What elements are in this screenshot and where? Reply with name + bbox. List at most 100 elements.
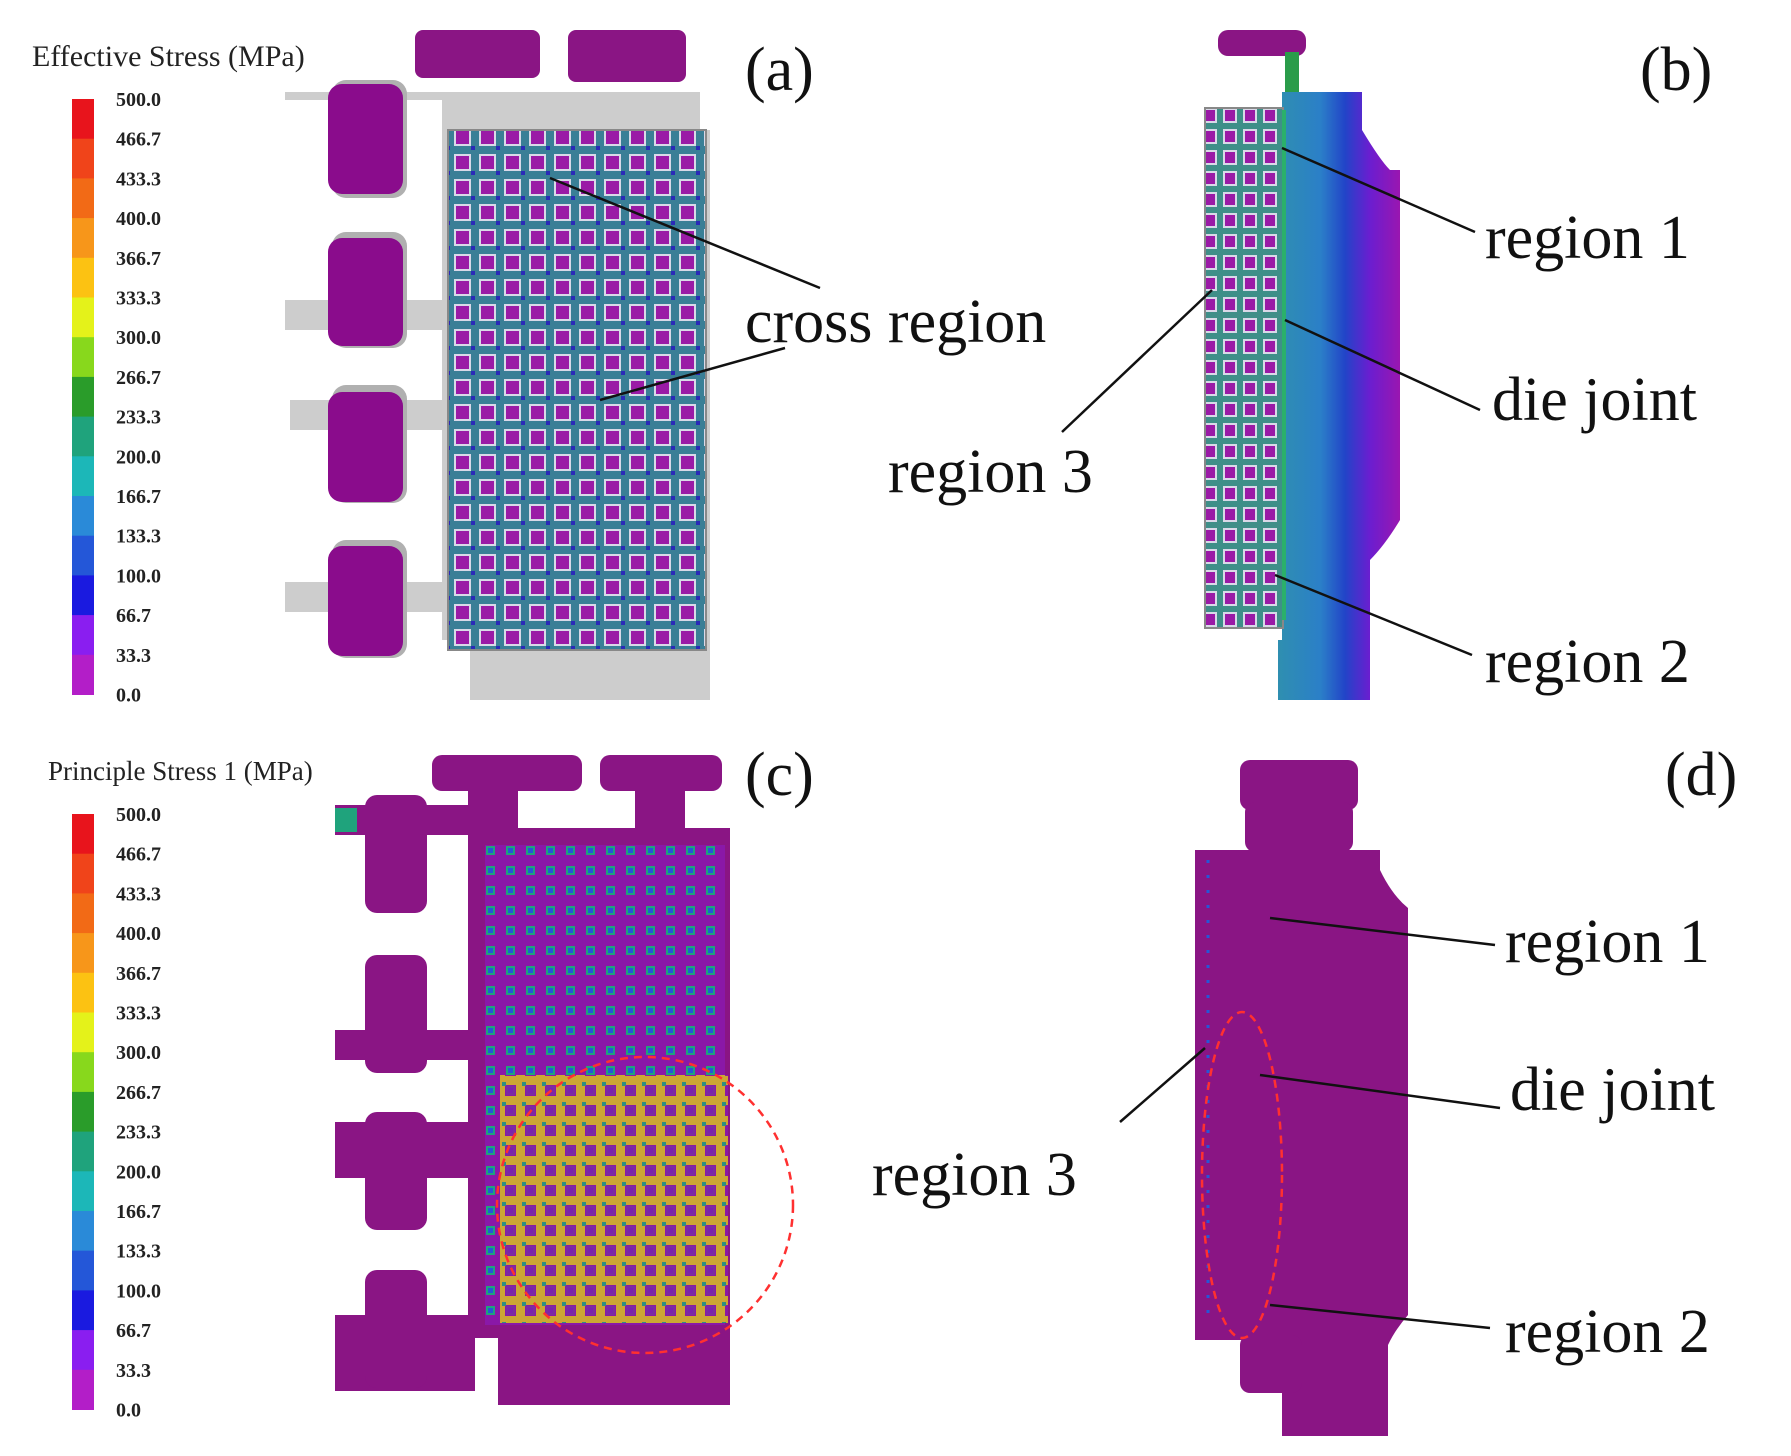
leader-line [1284,318,1481,412]
legend-tick-label: 166.7 [116,1201,161,1223]
legend-tick-label: 266.7 [116,367,161,389]
legend-principle-stress: Principle Stress 1 (MPa) 500.0466.7433.3… [48,756,313,1422]
legend-swatch [72,814,94,855]
legend-title: Principle Stress 1 (MPa) [48,756,313,786]
top-block [1245,802,1353,852]
billet [328,392,403,502]
leader-line [1269,916,1496,947]
billet [365,795,427,913]
legend-swatch [72,218,94,259]
panel-d: (d) region 1 die joint region 3 region 2 [872,741,1737,1436]
bottom-block [498,1335,730,1405]
top-block [568,30,686,82]
annotation-region-1: region 1 [1485,204,1690,272]
legend-swatch [72,1211,94,1252]
panel-c: (c) [335,741,814,1405]
legend-tick-label: 133.3 [116,1241,161,1263]
legend-tick-label: 466.7 [116,129,161,151]
legend-tick-label: 333.3 [116,1003,161,1025]
top-block [432,755,582,791]
stem [1285,52,1299,94]
legend-tick-label: 266.7 [116,1082,161,1104]
legend-swatch [72,1012,94,1053]
mesh-grid [1204,107,1284,629]
top-block [1240,760,1358,810]
panel-b: (b) region 1 die joint region 3 region 2 [888,30,1712,700]
annotation-region-3: region 3 [872,1141,1077,1209]
billet [365,955,427,1073]
legend-swatch [72,1052,94,1093]
legend-tick-label: 500.0 [116,89,161,111]
legend-swatch [72,1131,94,1172]
panel-a: (a) cross region [285,30,1046,700]
legend-tick-label: 33.3 [116,1360,151,1382]
leader-line [1281,146,1476,234]
legend-swatch [72,456,94,497]
legend-tick-label: 300.0 [116,1042,161,1064]
legend-swatch [72,257,94,298]
panel-label: (c) [745,741,814,809]
legend-tick-label: 200.0 [116,1161,161,1183]
legend-tick-label: 66.7 [116,605,151,627]
legend-swatch [72,1250,94,1291]
legend-tick-label: 233.3 [116,407,161,429]
legend-swatch [72,178,94,219]
legend-swatch [72,138,94,179]
annotation-cross-region: cross region [745,288,1046,356]
stress-grid-hot [500,1075,728,1323]
leader-line [1061,289,1213,433]
billet [328,84,403,194]
top-block [468,790,518,828]
legend-swatch [72,893,94,934]
legend-tick-label: 400.0 [116,208,161,230]
legend-swatch [72,575,94,616]
leader-line [1259,1073,1501,1110]
highlight-ellipse [1200,1010,1284,1340]
legend-swatch [72,496,94,537]
legend-swatch [72,615,94,656]
legend-swatch [72,853,94,894]
billet [328,546,403,656]
legend-tick-label: 133.3 [116,526,161,548]
top-block [1218,30,1306,56]
legend-swatch [72,99,94,140]
legend-swatch [72,1290,94,1331]
legend-tick-label: 300.0 [116,327,161,349]
top-block [635,790,685,828]
legend-tick-label: 400.0 [116,923,161,945]
billet [365,1270,427,1388]
billet [328,238,403,346]
legend-tick-label: 366.7 [116,248,161,270]
annotation-region-2: region 2 [1485,628,1690,696]
legend-tick-label: 100.0 [116,565,161,587]
legend-swatch [72,297,94,338]
legend-swatch [72,972,94,1013]
die-arm [335,808,357,832]
annotation-die-joint: die joint [1492,366,1697,434]
legend-tick-label: 66.7 [116,1320,151,1342]
legend-tick-label: 500.0 [116,804,161,826]
legend-tick-label: 0.0 [116,1400,141,1422]
annotation-region-2: region 2 [1505,1298,1710,1366]
bottom-block [1240,1335,1302,1393]
legend-swatch [72,933,94,974]
annotation-die-joint: die joint [1510,1056,1715,1124]
billet [365,1112,427,1230]
panel-label: (d) [1665,741,1737,809]
legend-swatch [72,376,94,418]
highlight-circle [495,1055,795,1355]
legend-tick-label: 100.0 [116,1280,161,1302]
legend-tick-label: 366.7 [116,963,161,985]
annotation-region-1: region 1 [1505,908,1710,976]
legend-swatch [72,416,94,457]
legend-swatch [72,1369,94,1410]
legend-tick-label: 233.3 [116,1122,161,1144]
legend-tick-label: 466.7 [116,844,161,866]
legend-swatch [72,1171,94,1212]
legend-effective-stress: Effective Stress (MPa) 500.0466.7433.340… [32,40,305,707]
panel-label: (a) [745,36,814,104]
legend-tick-label: 0.0 [116,685,141,707]
panel-label: (b) [1640,36,1712,104]
legend-swatch [72,1091,94,1133]
